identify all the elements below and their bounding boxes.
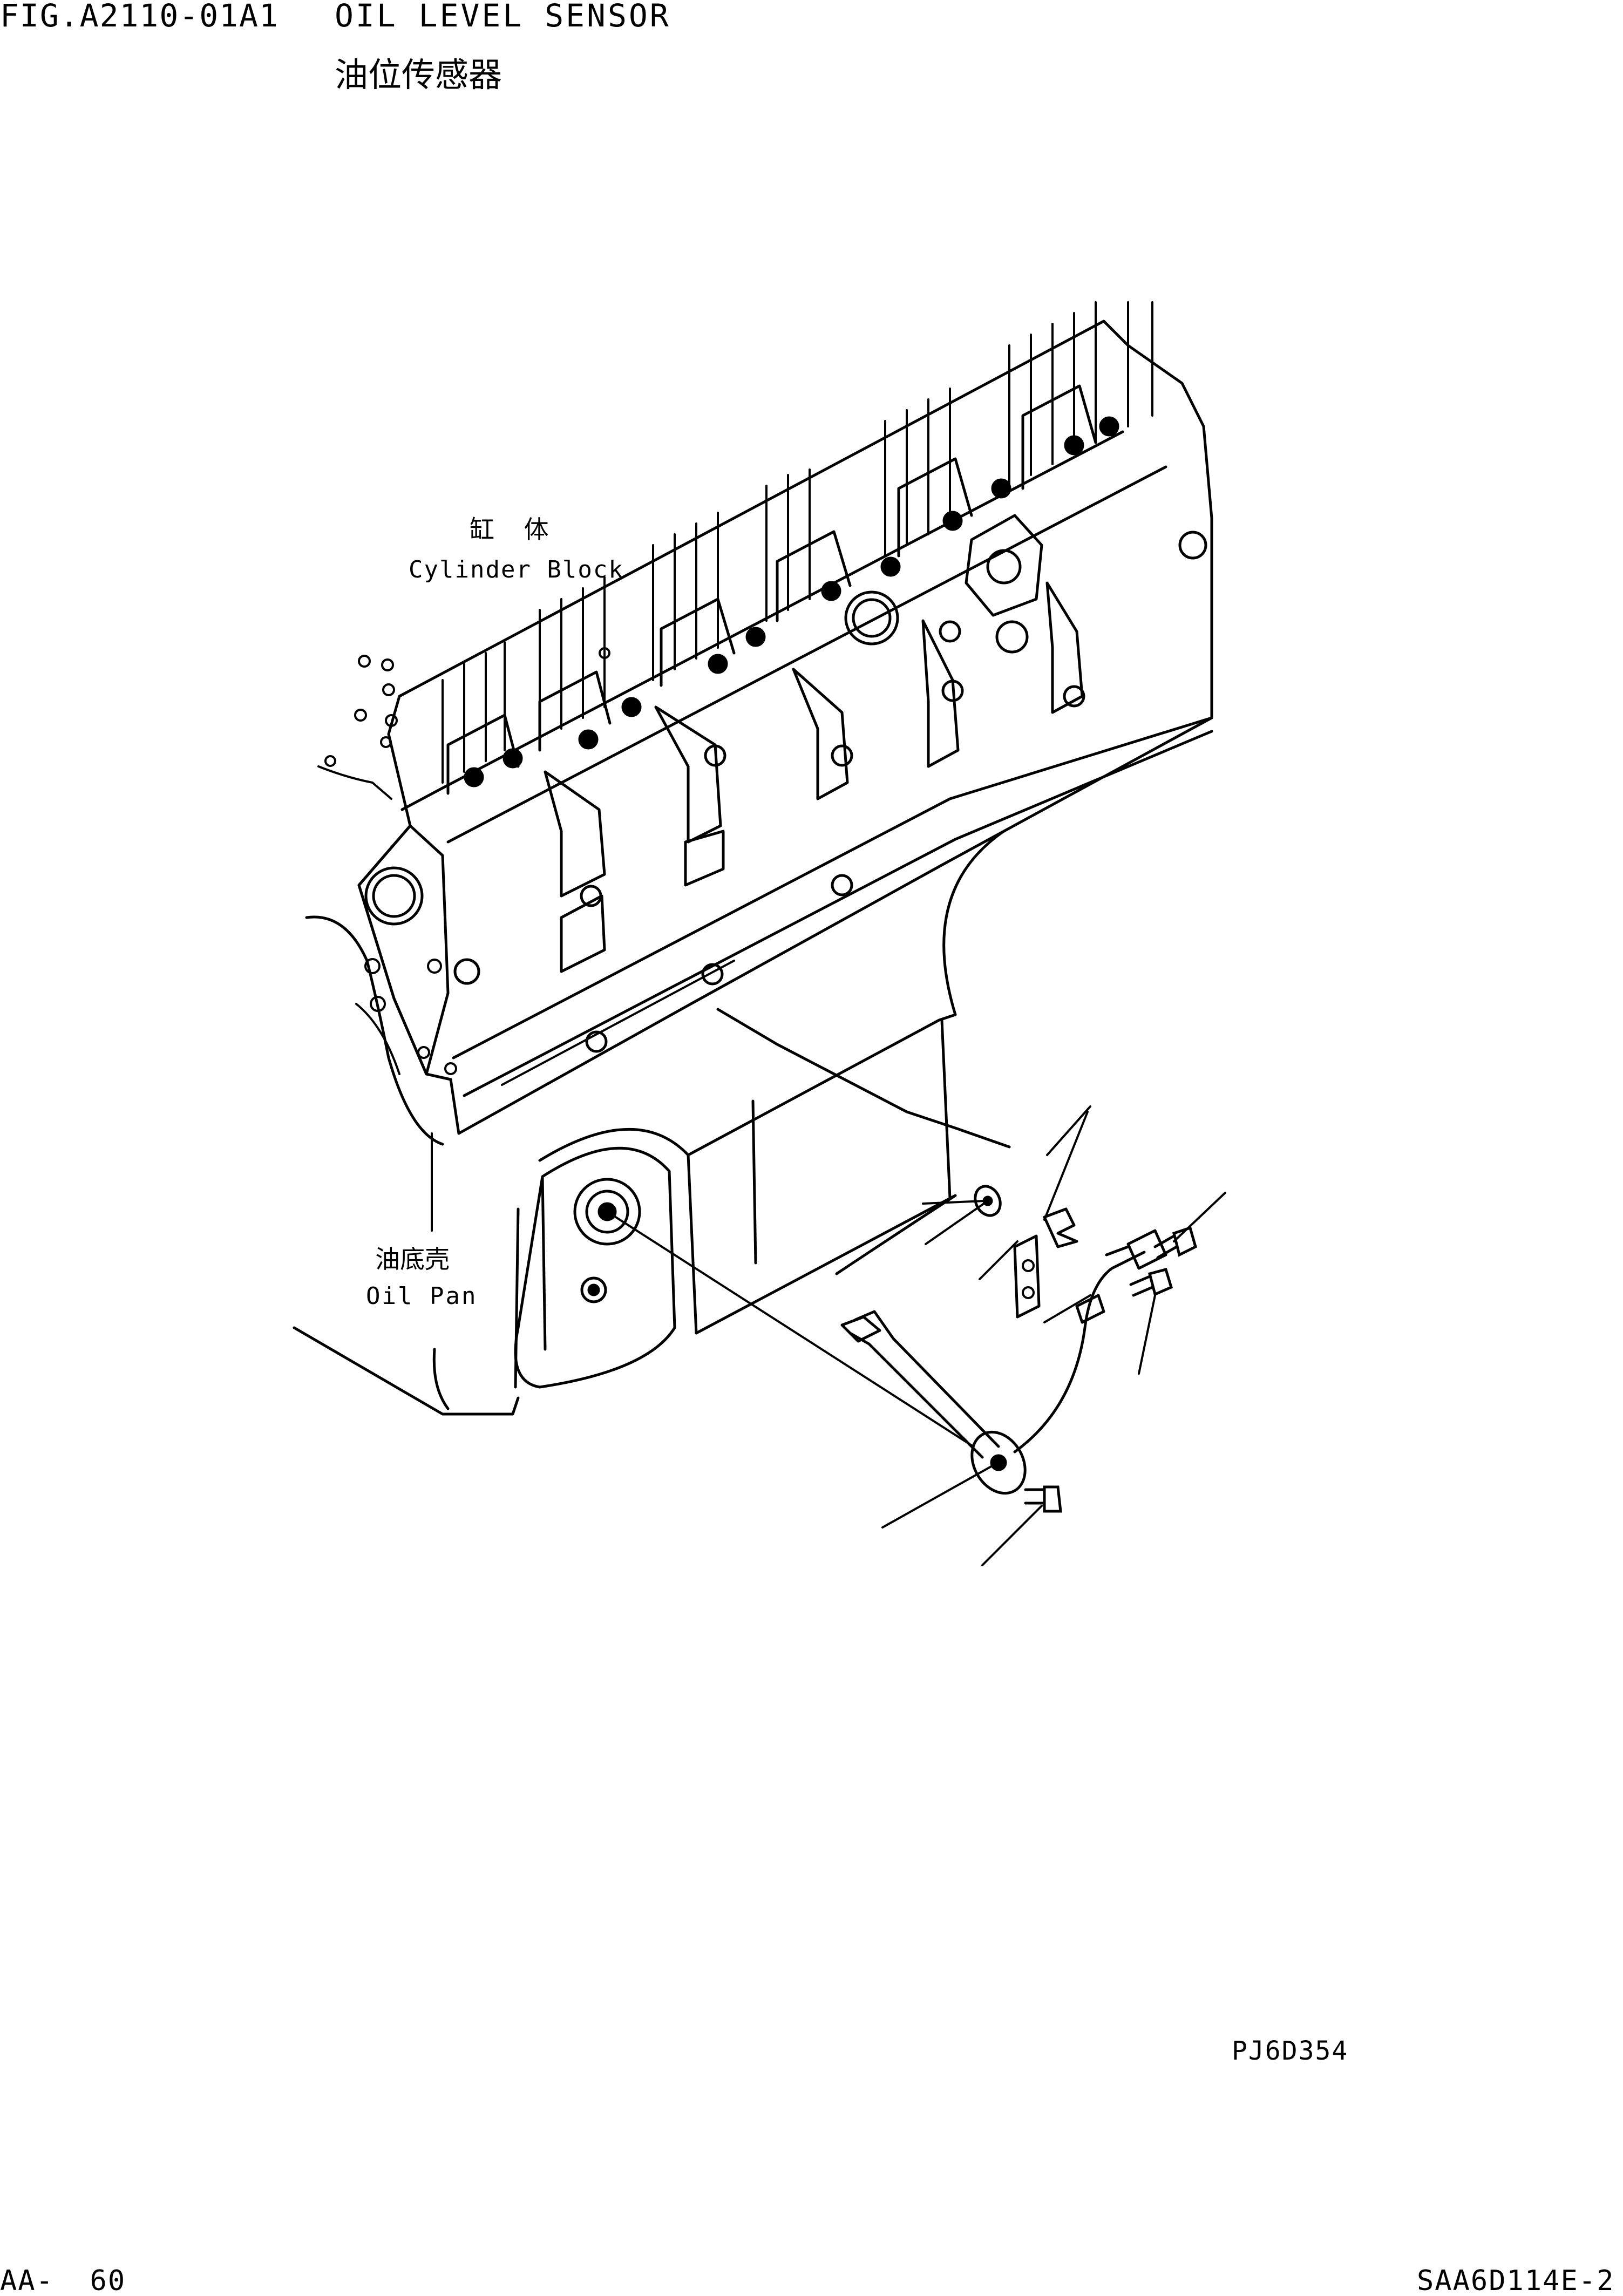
figure-code: FIG.A2110-01A1 [0,0,279,34]
drawing-code: PJ6D354 [1232,2036,1349,2066]
oil-pan-label-english: Oil Pan [366,1282,478,1310]
mounting-bolt [1153,1226,1197,1259]
main-bearing-bosses [453,581,1085,1053]
cylinder-block-drawing [305,301,1213,1146]
mounting-bolt [1129,1267,1173,1297]
oil-pan-drawing [293,830,1011,1416]
oil-level-sensor-assembly [606,1105,1226,1566]
side-port [844,514,1207,654]
title-english: OIL LEVEL SENSOR [335,0,671,34]
model-code: SAA6D114E-2 [1417,2265,1615,2296]
page-number: AA- 60 [0,2265,126,2296]
mounting-bolt [1024,1485,1062,1513]
title-chinese: 油位传感器 [335,55,502,94]
cylinder-block-label-chinese: 缸 体 [470,515,560,544]
cylinder-block-label-english: Cylinder Block [409,556,624,583]
oil-pan-label-chinese: 油底壳 [375,1245,450,1274]
cylinder-head-studs [442,301,1153,784]
front-cover-holes [317,647,610,800]
